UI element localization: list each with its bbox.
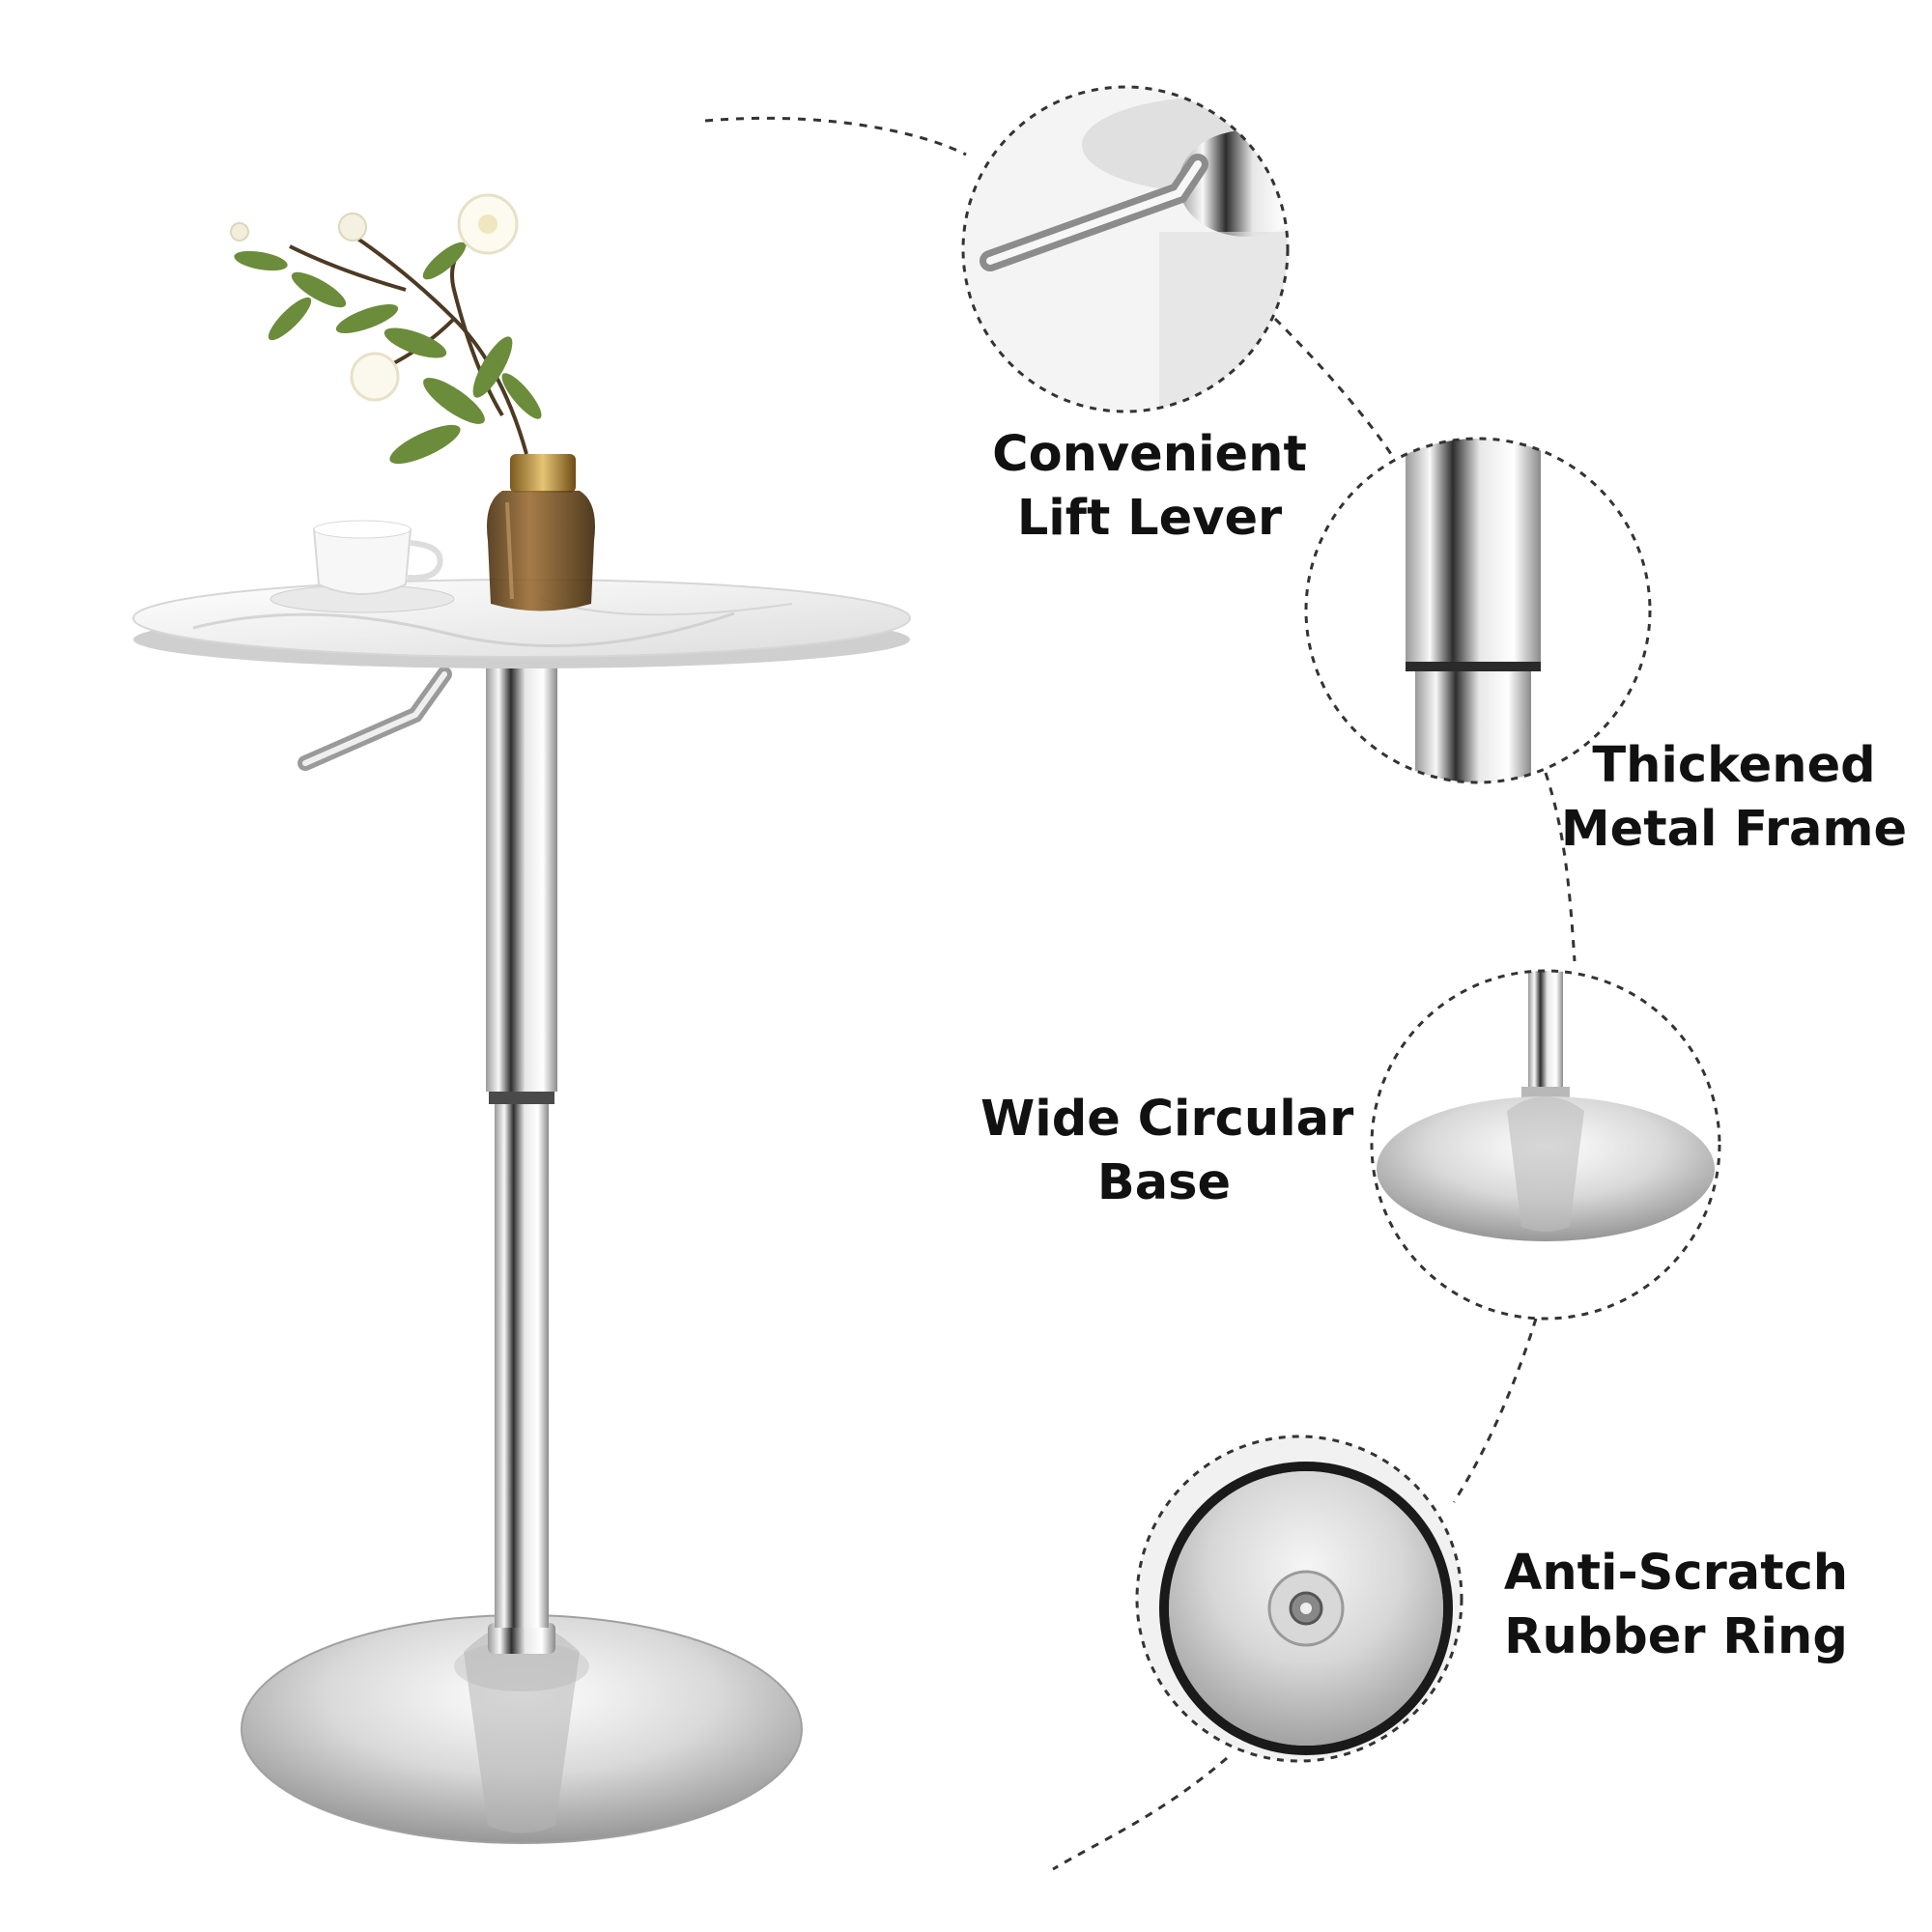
bar-table — [132, 193, 911, 1844]
coffee-cup — [270, 520, 455, 613]
pole-collar — [488, 1623, 555, 1654]
lift-lever — [298, 667, 452, 771]
feature-label-line1: Thickened — [1592, 737, 1876, 794]
upper-pole — [486, 667, 557, 1092]
feature-label-line2: Rubber Ring — [1504, 1608, 1848, 1665]
feature-label-line1: Anti-Scratch — [1503, 1545, 1849, 1602]
feature-label-line1: Wide Circular — [980, 1091, 1354, 1148]
leaves — [234, 242, 542, 465]
detail-circle-circular-base — [1370, 969, 1721, 1321]
glass-vase — [487, 454, 595, 611]
detail-circle-metal-frame — [1304, 437, 1652, 784]
dashed-connector — [704, 116, 1577, 1871]
feature-label-line2: Lift Lever — [1016, 490, 1283, 547]
feature-label-rubber-ring: Anti-Scratch Rubber Ring — [1483, 1542, 1869, 1669]
feature-label-line2: Base — [1096, 1154, 1232, 1211]
feature-label-circular-base: Wide Circular Base — [980, 1088, 1354, 1215]
feature-label-lift-lever: Convenient Lift Lever — [966, 423, 1333, 551]
feature-label-metal-frame: Thickened Metal Frame — [1550, 734, 1918, 862]
lower-pole — [495, 1101, 549, 1628]
feature-label-line1: Convenient — [992, 426, 1307, 483]
detail-circle-rubber-ring — [1135, 1435, 1463, 1763]
flower-blossoms — [230, 193, 519, 402]
detail-circle-lift-lever — [961, 85, 1290, 413]
feature-label-line2: Metal Frame — [1560, 801, 1908, 858]
